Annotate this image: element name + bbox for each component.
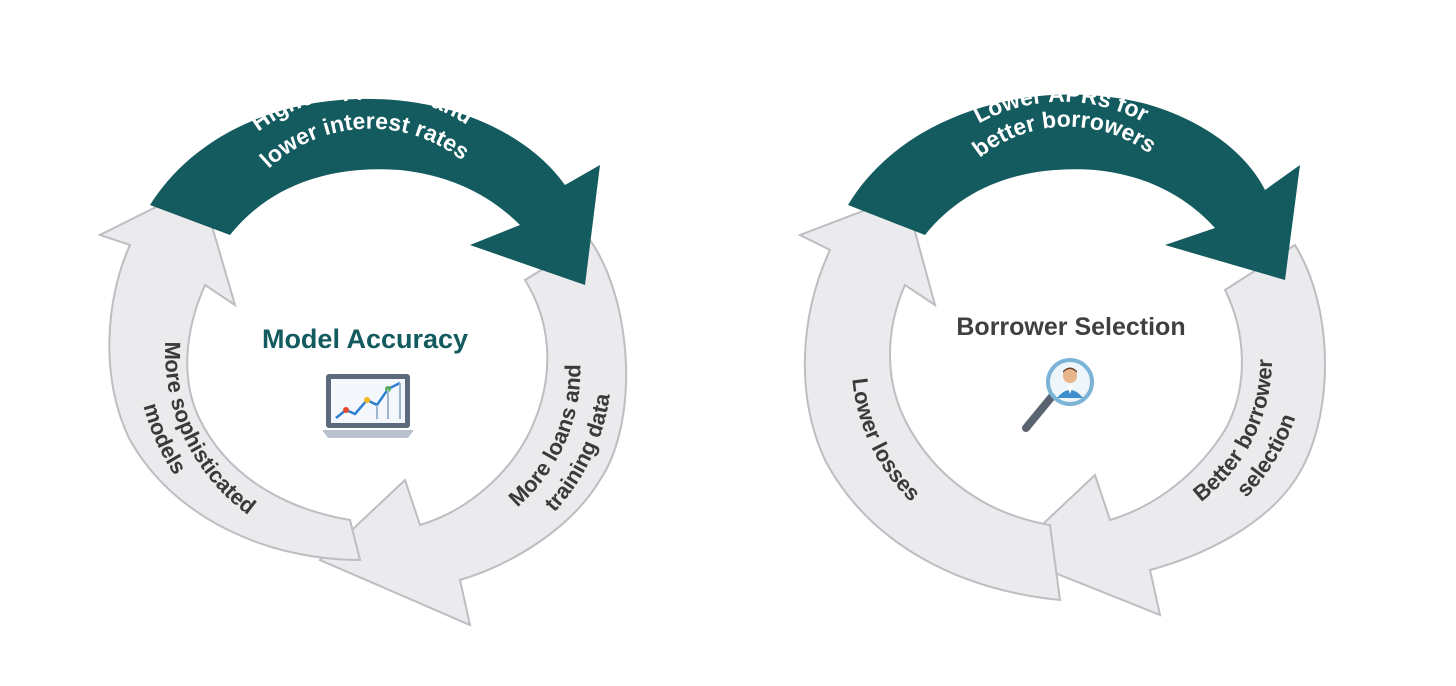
top-cycle-arrow	[848, 94, 1300, 280]
right-cycle-arrow	[318, 238, 628, 627]
right-cycle-arrow	[1008, 243, 1326, 617]
laptop-chart-icon	[322, 374, 414, 438]
left-cycle-arrow	[97, 183, 362, 562]
top-cycle-arrow	[150, 98, 600, 285]
left-cycle-arrow	[797, 193, 1062, 602]
cycle-title: Borrower Selection	[956, 313, 1185, 341]
magnifier-person-icon	[1022, 358, 1094, 432]
cycle-title: Model Accuracy	[262, 324, 468, 354]
model-accuracy-cycle: Higher approval and lower interest rates…	[97, 74, 628, 627]
borrower-selection-cycle: Lower APRs for better borrowers Better b…	[797, 81, 1326, 617]
